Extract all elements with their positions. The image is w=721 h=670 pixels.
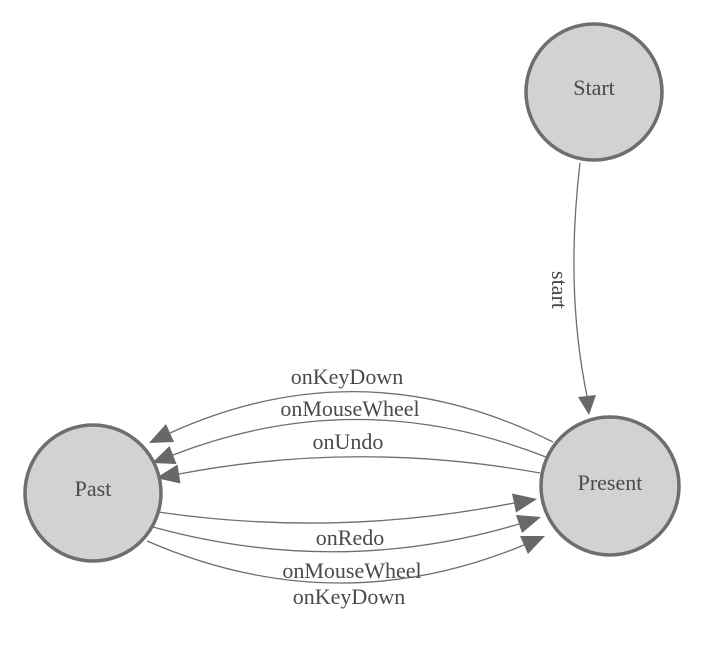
edge-label-onundo: onUndo bbox=[313, 429, 384, 454]
edge-present-to-past-mousewheel-path bbox=[172, 418, 547, 458]
edge-label-onkeydown-lower: onKeyDown bbox=[293, 584, 405, 609]
node-present: Present bbox=[539, 415, 681, 557]
node-present-label: Present bbox=[578, 470, 643, 495]
arrowhead-icon bbox=[156, 464, 181, 484]
edge-past-to-present-mousewheel-path bbox=[152, 523, 520, 553]
edge-past-to-present-keydown bbox=[146, 536, 545, 584]
edge-start-to-present bbox=[573, 162, 596, 415]
node-past: Past bbox=[23, 423, 163, 563]
node-present-circle bbox=[539, 415, 681, 557]
edge-present-to-past-undo bbox=[156, 456, 541, 484]
edge-past-to-present-redo-path bbox=[157, 502, 515, 524]
edge-present-to-past-keydown bbox=[149, 390, 554, 443]
arrowhead-icon bbox=[516, 515, 541, 533]
arrowhead-icon bbox=[578, 395, 596, 415]
edge-past-to-present-keydown-path bbox=[146, 540, 525, 584]
edge-label-onkeydown-upper: onKeyDown bbox=[291, 364, 403, 389]
edge-present-to-past-mousewheel bbox=[152, 418, 547, 464]
edge-label-onmousewheel-lower: onMouseWheel bbox=[282, 558, 421, 583]
node-past-circle bbox=[23, 423, 163, 563]
edge-past-to-present-mousewheel bbox=[152, 515, 541, 553]
node-start: Start bbox=[524, 22, 664, 162]
arrowhead-icon bbox=[152, 446, 177, 464]
edge-label-onredo: onRedo bbox=[316, 525, 384, 550]
arrowhead-icon bbox=[520, 536, 545, 554]
edge-label-onmousewheel-upper: onMouseWheel bbox=[280, 396, 419, 421]
node-start-circle bbox=[524, 22, 664, 162]
edge-start-to-present-path bbox=[573, 162, 588, 397]
edge-past-to-present-redo bbox=[157, 493, 537, 524]
edge-present-to-past-undo-path bbox=[178, 456, 541, 475]
node-past-label: Past bbox=[75, 476, 112, 501]
arrowhead-icon bbox=[149, 424, 174, 443]
node-start-label: Start bbox=[573, 75, 615, 100]
edge-present-to-past-keydown-path bbox=[169, 390, 554, 443]
arrowhead-icon bbox=[512, 493, 537, 513]
edge-label-start: start bbox=[547, 271, 572, 309]
